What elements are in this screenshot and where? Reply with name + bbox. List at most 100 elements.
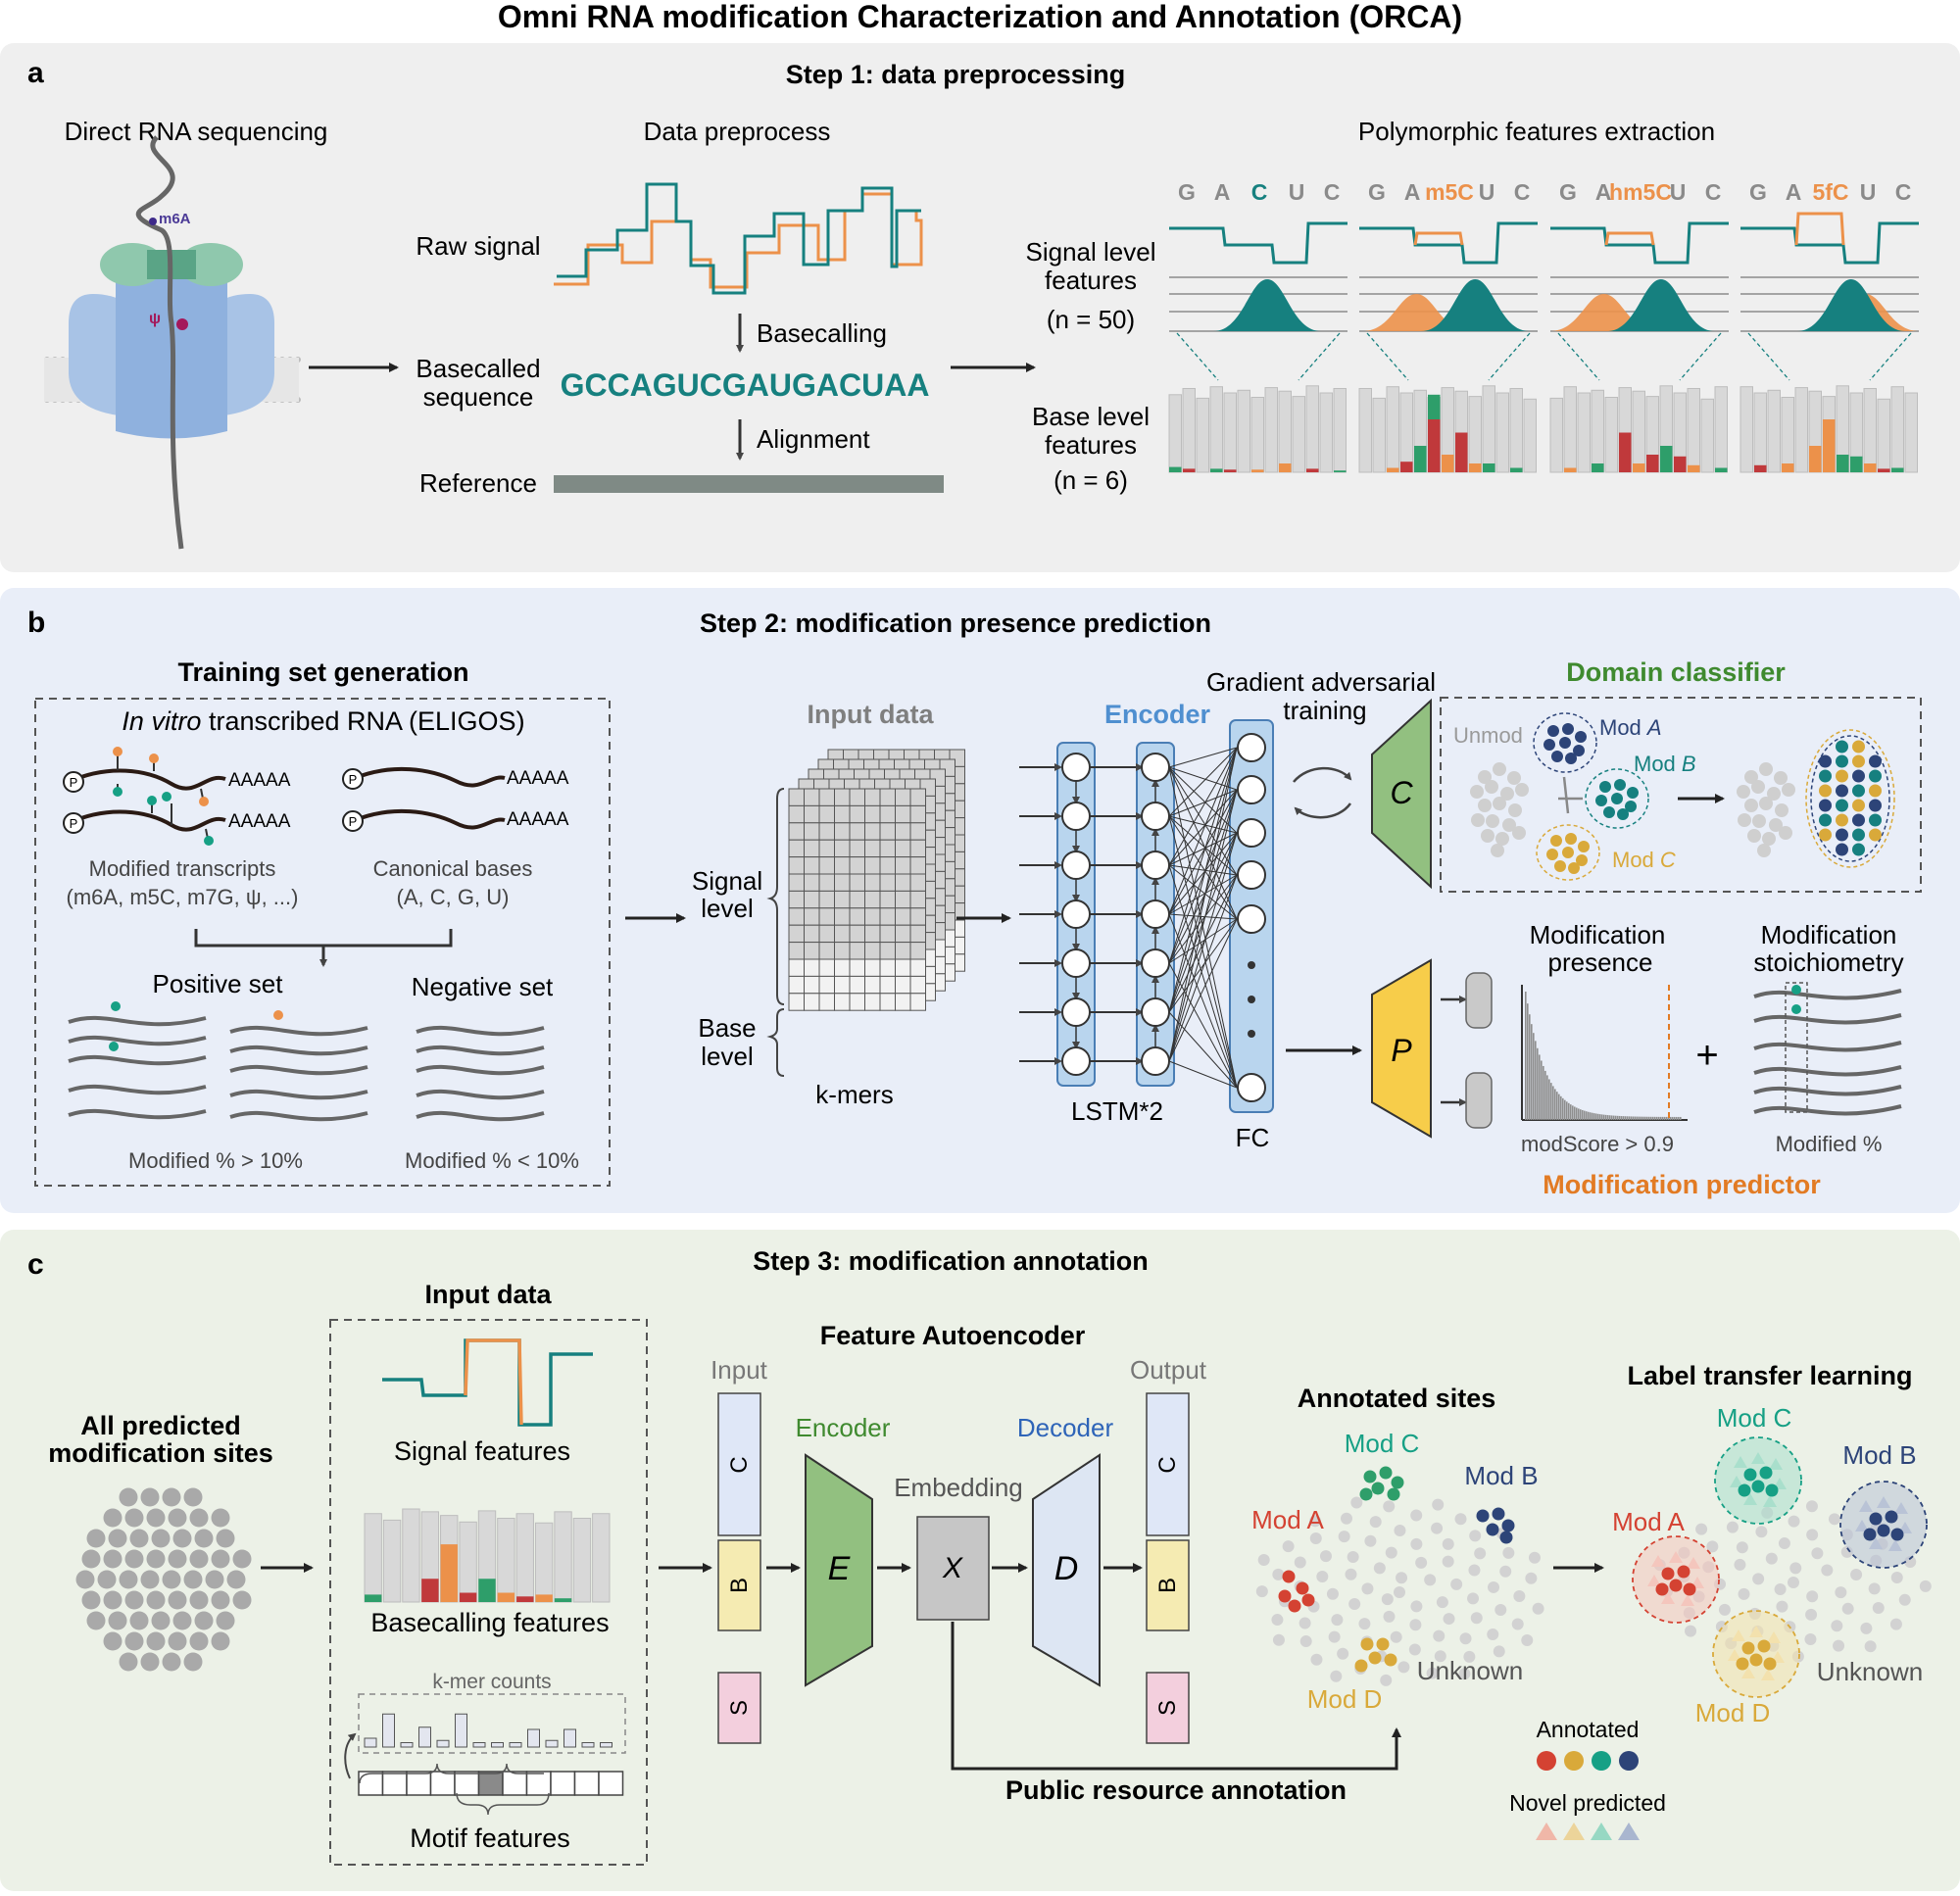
fc-connection xyxy=(1168,815,1238,834)
input-grid-cell xyxy=(834,839,851,858)
input-grid-cell xyxy=(788,804,805,824)
unmod-dot xyxy=(1478,770,1492,784)
predicted-site-dot xyxy=(183,1570,203,1589)
mod-a-site xyxy=(1296,1581,1309,1595)
motif-braces xyxy=(359,1763,544,1784)
kmer-base-letter: U xyxy=(1860,179,1877,205)
input-grid-cell xyxy=(804,942,820,960)
polya-label-1: AAAAA xyxy=(228,770,291,791)
base-feature-segment xyxy=(1850,456,1863,472)
input-s-block[interactable] xyxy=(717,1672,761,1744)
input-grid-cell xyxy=(818,890,835,909)
base-feature-bar xyxy=(1890,386,1904,473)
unmod-dot xyxy=(1744,770,1758,784)
predicted-site-dot xyxy=(189,1590,209,1610)
base-feature-segment xyxy=(1660,446,1673,472)
mod-d-cluster-annotated-dot xyxy=(1757,1639,1771,1653)
unmod-dot xyxy=(1767,787,1781,801)
base-feature-bar xyxy=(1753,392,1767,473)
unmod-dot xyxy=(1738,813,1751,827)
unannotated-site xyxy=(1424,1574,1437,1586)
input-grid-cell xyxy=(834,942,851,960)
base-feature-segment xyxy=(1782,463,1794,472)
mod-d-site xyxy=(1376,1637,1390,1651)
hist-bar xyxy=(1633,1116,1635,1120)
motif-cell xyxy=(429,1771,456,1796)
hist-bar xyxy=(1611,1115,1613,1120)
unlabeled-site xyxy=(1850,1568,1863,1580)
modified-pct-label: Modified % xyxy=(1776,1132,1883,1156)
public-resource-label: Public resource annotation xyxy=(1005,1775,1347,1805)
hist-bar xyxy=(1668,1116,1670,1120)
mod-a-site xyxy=(1301,1593,1315,1607)
mod-a-cluster-annotated-dot xyxy=(1669,1579,1683,1592)
unannotated-site xyxy=(1436,1596,1448,1609)
base-feature-segment xyxy=(1455,432,1468,472)
predicted-site-dot xyxy=(129,1529,149,1548)
input-grid-cell xyxy=(834,993,851,1011)
fc-connection xyxy=(1168,789,1238,915)
predicted-site-dot xyxy=(168,1549,187,1569)
read-wave xyxy=(68,1108,207,1120)
predicted-site-dot xyxy=(183,1487,203,1507)
merge-bracket xyxy=(194,929,453,965)
input-b-block[interactable] xyxy=(717,1539,761,1631)
mod-d-site xyxy=(1354,1659,1368,1673)
input-grid-cell xyxy=(864,924,881,944)
input-grid-cell xyxy=(788,958,805,977)
mod-a-cluster-annotated-dot xyxy=(1677,1565,1690,1579)
input-grid-cell xyxy=(864,907,881,926)
public-resource-arrow xyxy=(951,1622,1401,1771)
merged-dot xyxy=(1819,784,1832,798)
output-c-block[interactable] xyxy=(1146,1392,1190,1536)
input-grid-cell xyxy=(788,873,805,892)
merged-dot xyxy=(1869,784,1882,798)
base-feature-bar xyxy=(1495,392,1509,473)
lstm-unit xyxy=(1141,802,1170,831)
mod-d-cluster-annotated-dot xyxy=(1736,1657,1749,1671)
mod-a-dot xyxy=(1559,737,1571,749)
input-grid-cell xyxy=(849,958,865,977)
training-set-heading: Training set generation xyxy=(177,657,468,687)
input-grid-cell xyxy=(788,942,805,960)
unannotated-site xyxy=(1443,1613,1455,1626)
mod-b-site xyxy=(1499,1531,1513,1544)
unmod-dot xyxy=(1515,783,1529,797)
hist-bar xyxy=(1562,1097,1564,1120)
negative-set-label: Negative set xyxy=(412,972,554,1001)
predicted-site-dot xyxy=(81,1590,101,1610)
base-feature-segment xyxy=(1864,463,1877,472)
mod-c-cluster-novel-triangle xyxy=(1763,1495,1777,1507)
mod-a-dot xyxy=(1551,751,1563,762)
input-grid-cell xyxy=(788,839,805,858)
unmod-dot xyxy=(1762,832,1776,846)
gat-label-1: Gradient adversarial xyxy=(1206,667,1436,697)
fc-connection xyxy=(1168,789,1238,866)
predicted-site-dot xyxy=(103,1631,122,1651)
hist-bar xyxy=(1650,1116,1652,1120)
unmod-dot xyxy=(1782,783,1795,797)
mod-a-cluster-annotated-dot xyxy=(1683,1582,1696,1596)
input-c-block[interactable] xyxy=(717,1392,761,1536)
output-label-c: Output xyxy=(1130,1355,1207,1385)
mod-presence-label-1: Modification xyxy=(1530,920,1666,949)
output-b-block[interactable] xyxy=(1146,1539,1190,1631)
fc-unit xyxy=(1237,733,1266,762)
unannotated-site xyxy=(1380,1674,1393,1686)
predicted-site-dot xyxy=(124,1631,144,1651)
phosphate-label-2: P xyxy=(70,816,78,831)
unannotated-site xyxy=(1271,1614,1284,1627)
predicted-site-dot xyxy=(108,1611,127,1630)
mod-b-site xyxy=(1492,1507,1505,1521)
hist-bar xyxy=(1609,1115,1611,1120)
input-grid-cell xyxy=(895,942,911,960)
unlabeled-site xyxy=(1685,1625,1697,1637)
predicted-site-dot xyxy=(189,1631,209,1651)
mod-b-cluster-annotated-dot xyxy=(1890,1528,1904,1541)
input-grid-cell xyxy=(834,890,851,909)
base-feature-bar xyxy=(1237,389,1250,473)
embedding-x-block xyxy=(916,1516,990,1621)
output-s-block[interactable] xyxy=(1146,1672,1190,1744)
predicted-site-dot xyxy=(162,1652,181,1672)
unmod-dot xyxy=(1495,832,1509,846)
